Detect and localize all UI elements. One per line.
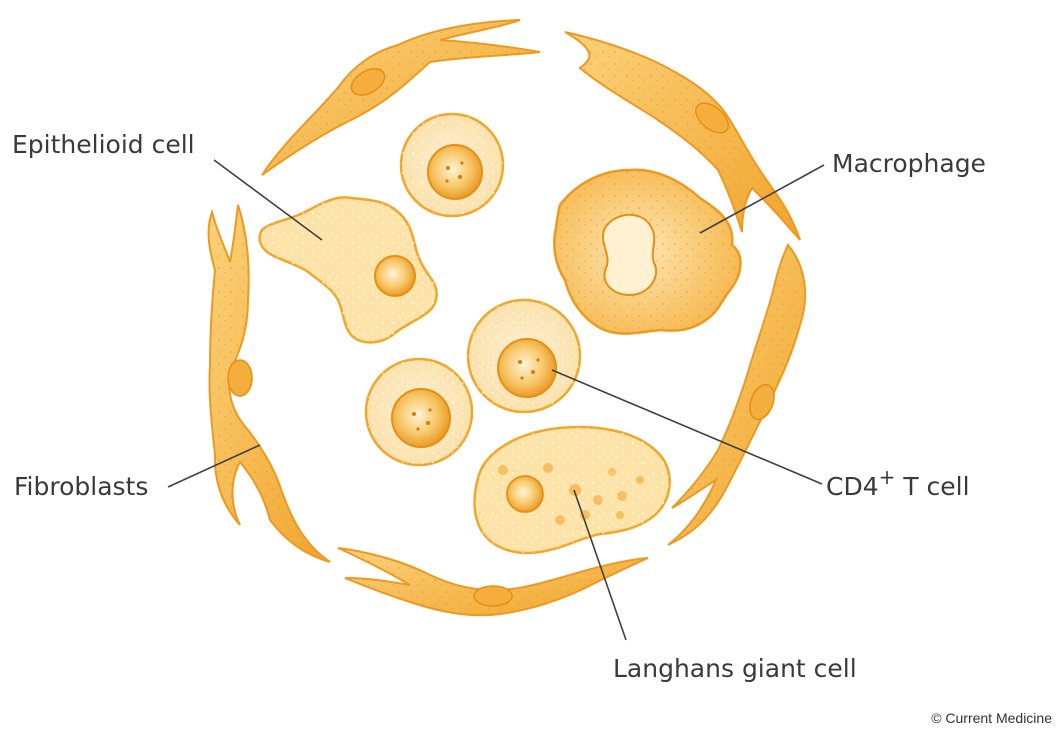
label-cd4-rest: T cell <box>895 472 969 501</box>
label-epithelioid-cell: Epithelioid cell <box>12 130 195 159</box>
epithelioid-cell <box>260 197 437 342</box>
cd4-t-cell <box>468 300 580 412</box>
lymphocyte-top <box>401 114 503 216</box>
copyright-credit: © Current Medicine <box>931 710 1052 726</box>
langhans-giant-cell <box>475 427 670 553</box>
label-langhans-giant-cell: Langhans giant cell <box>613 654 857 683</box>
label-fibroblasts: Fibroblasts <box>14 472 148 501</box>
lymphocyte-lower <box>366 359 472 465</box>
label-cd4-main: CD4 <box>826 472 879 501</box>
label-macrophage: Macrophage <box>832 149 986 178</box>
label-cd4-t-cell: CD4+ T cell <box>826 465 970 501</box>
fibroblast-bottom <box>338 548 648 615</box>
macrophage <box>554 170 740 334</box>
label-cd4-superscript: + <box>879 465 896 489</box>
